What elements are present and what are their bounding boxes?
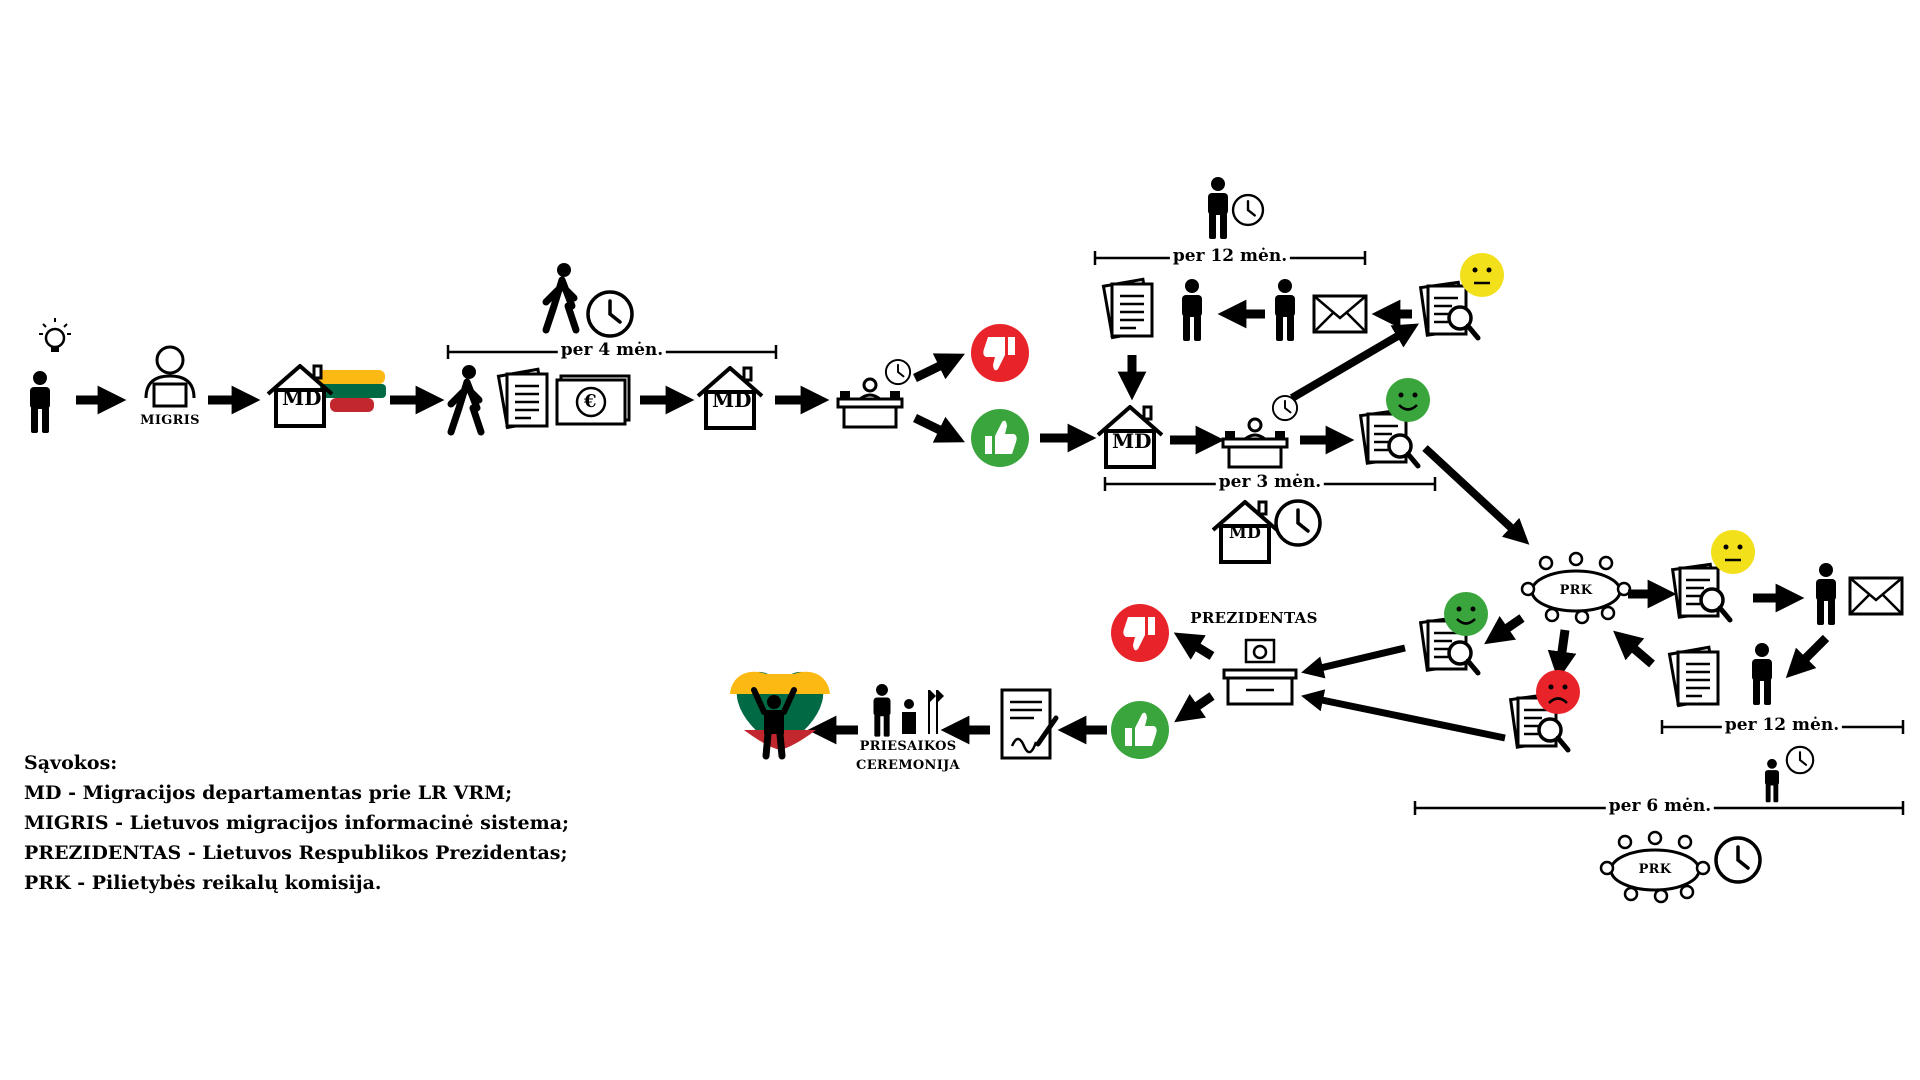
per-6-men-label: per 6 mėn. xyxy=(1605,798,1715,815)
per-3-men-label: per 3 mėn. xyxy=(1215,474,1325,491)
thumbs-up-icon xyxy=(971,409,1029,467)
arrow xyxy=(1613,630,1655,668)
ceremonija-label: CEREMONIJA xyxy=(856,758,960,773)
legend-title: Sąvokos: xyxy=(24,752,118,774)
documents-icon xyxy=(1101,277,1154,339)
per-12-men-label: per 12 mėn. xyxy=(1169,248,1291,265)
per-12-men-label: per 12 mėn. xyxy=(1721,717,1843,734)
oath-ceremony-icon xyxy=(873,683,944,737)
thumbs-up-icon xyxy=(1111,701,1169,759)
arrow xyxy=(913,413,965,443)
person-icon xyxy=(1752,643,1772,705)
prk-label: PRK xyxy=(1559,583,1593,598)
arrow xyxy=(1289,323,1420,402)
person-icon xyxy=(1816,563,1836,625)
arrow xyxy=(1173,632,1215,660)
euro-sign: € xyxy=(584,391,597,412)
walking-person-icon xyxy=(451,365,481,432)
envelope-icon xyxy=(1312,294,1368,334)
person-icon xyxy=(1765,758,1779,803)
legend-item: PRK - Pilietybės reikalų komisija. xyxy=(24,872,382,894)
person-icon xyxy=(1275,279,1295,341)
clock-icon xyxy=(1274,499,1322,547)
person-icon xyxy=(1182,279,1202,341)
per-4-men-label: per 4 mėn. xyxy=(557,342,667,359)
prk-label: PRK xyxy=(1638,862,1672,877)
document-review-icon xyxy=(1673,564,1730,620)
priesaikos-label: PRIESAIKOS xyxy=(859,739,957,754)
migris-computer-user-icon xyxy=(144,345,196,408)
official-desk-icon xyxy=(1221,417,1289,469)
md-label: MD xyxy=(282,386,322,410)
heart-flag-citizen-icon xyxy=(730,670,830,760)
euro-money-icon xyxy=(555,374,631,426)
arrow xyxy=(1785,634,1830,679)
thumbs-down-icon xyxy=(971,324,1029,382)
md-label: MD xyxy=(1229,523,1262,542)
clock-icon xyxy=(1785,745,1815,775)
idea-bulb-icon xyxy=(39,318,71,352)
clock-icon xyxy=(1714,836,1762,884)
arrow xyxy=(1547,629,1577,681)
arrow xyxy=(1301,644,1406,679)
envelope-icon xyxy=(1848,576,1904,616)
neutral-face-icon xyxy=(1458,251,1506,299)
migris-label: MIGRIS xyxy=(140,413,200,428)
arrow xyxy=(1301,689,1506,742)
happy-face-icon xyxy=(1442,590,1490,638)
sad-face-icon xyxy=(1534,668,1582,716)
thumbs-down-icon xyxy=(1111,604,1169,662)
legend: Sąvokos: MD - Migracijos departamentas p… xyxy=(24,748,569,898)
clock-icon xyxy=(586,290,634,338)
legend-item: MIGRIS - Lietuvos migracijos informacinė… xyxy=(24,812,570,834)
prezidentas-label: PREZIDENTAS xyxy=(1190,609,1318,627)
applicant-person-icon xyxy=(30,371,50,433)
neutral-face-icon xyxy=(1709,528,1757,576)
arrow xyxy=(913,353,965,383)
md-label: MD xyxy=(712,388,752,412)
signed-document-icon xyxy=(1000,688,1059,760)
arrow xyxy=(1484,614,1525,645)
md-label: MD xyxy=(1112,429,1152,453)
person-icon xyxy=(1208,177,1228,239)
lithuania-map-icon xyxy=(315,370,386,412)
arrow xyxy=(1422,445,1530,545)
documents-icon xyxy=(1667,645,1720,707)
clock-icon xyxy=(1231,193,1265,227)
arrow xyxy=(1174,692,1215,723)
walking-person-icon xyxy=(546,263,576,330)
official-desk-icon xyxy=(836,377,904,429)
documents-icon xyxy=(496,367,549,429)
clock-icon xyxy=(884,358,912,386)
legend-item: MD - Migracijos departamentas prie LR VR… xyxy=(24,782,513,804)
legend-item: PREZIDENTAS - Lietuvos Respublikos Prezi… xyxy=(24,842,568,864)
president-desk-icon xyxy=(1222,638,1298,706)
happy-face-icon xyxy=(1384,376,1432,424)
per-6-men-bracket xyxy=(1413,801,1905,904)
